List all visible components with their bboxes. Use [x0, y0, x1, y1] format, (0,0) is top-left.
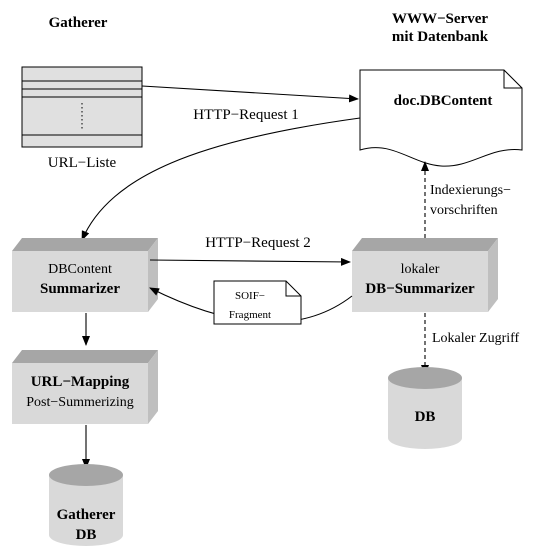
url-mapping-line2: Post−Summerizing [26, 395, 133, 410]
soif-fragment-note [213, 280, 302, 325]
url-mapping-line1: URL−Mapping [31, 374, 130, 390]
http-request-1-label: HTTP−Request 1 [193, 107, 299, 123]
summarizer-line2: Summarizer [40, 281, 120, 297]
arrow-document-to-summarizer [81, 117, 361, 241]
db-summarizer-line2: DB−Summarizer [365, 281, 475, 297]
gatherer-db-cylinder [49, 464, 123, 546]
indexing-label-line2: vorschriften [430, 203, 498, 218]
server-heading-line2: mit Datenbank [392, 29, 489, 45]
document-shape [359, 69, 523, 167]
db-summarizer-line1: lokaler [401, 262, 440, 277]
indexing-label-line1: Indexierungs− [430, 183, 511, 198]
local-db-label: DB [415, 409, 436, 425]
server-heading-line1: WWW−Server [392, 11, 488, 27]
http-request-2-label: HTTP−Request 2 [205, 235, 311, 251]
local-db-cylinder [388, 367, 462, 449]
arrow-list-to-document [141, 85, 359, 103]
soif-line1: SOIF− [235, 290, 265, 302]
url-mapping-box [12, 350, 158, 424]
summarizer-line1: DBContent [48, 262, 112, 277]
gatherer-db-line1: Gatherer [57, 507, 116, 523]
document-label: doc.DBContent [394, 93, 493, 109]
gatherer-heading: Gatherer [49, 15, 108, 31]
gatherer-db-line2: DB [76, 527, 97, 543]
local-access-label: Lokaler Zugriff [432, 331, 520, 346]
url-list [21, 66, 143, 148]
arrow-summarizer-to-db-summarizer [149, 257, 351, 266]
url-list-label: URL−Liste [48, 155, 117, 171]
db-summarizer-box [352, 238, 498, 312]
soif-line2: Fragment [229, 309, 271, 321]
